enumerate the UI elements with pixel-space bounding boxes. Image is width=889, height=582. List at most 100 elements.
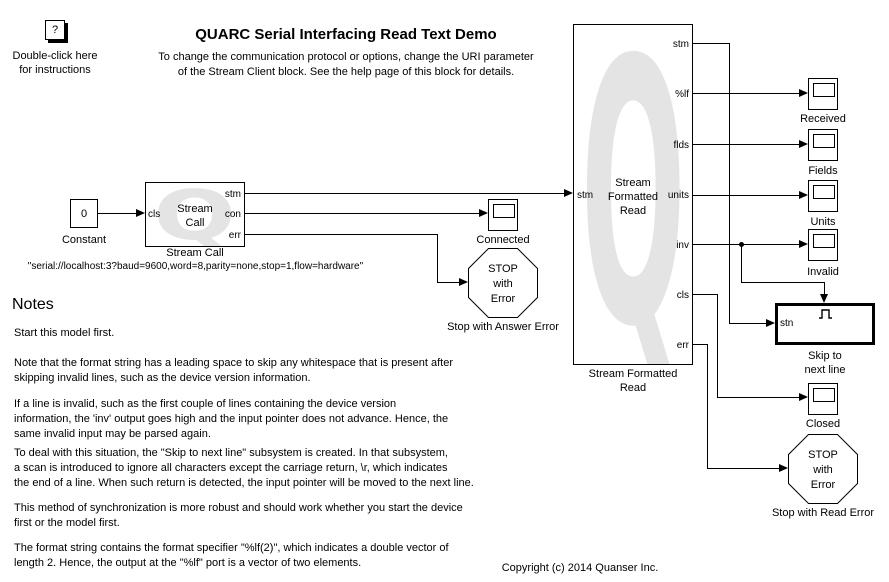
page-subtitle: To change the communication protocol or …: [158, 51, 534, 78]
connected-label: Connected: [476, 234, 530, 246]
wire: [717, 397, 799, 398]
port-label-units: units: [667, 190, 689, 201]
wire: [693, 344, 708, 345]
quarc-q-watermark-icon: Q: [153, 183, 237, 246]
instructions-button[interactable]: ?: [45, 20, 65, 40]
wire: [693, 195, 799, 196]
wire: [693, 144, 799, 145]
port-label-stm-in: stm: [577, 190, 594, 201]
quarc-q-watermark-icon: Q: [580, 25, 686, 364]
wire-arrowhead: [799, 140, 808, 148]
port-label-stm: stm: [672, 39, 689, 50]
units-label: Units: [810, 216, 836, 228]
notes-paragraph: Start this model first.: [14, 327, 115, 339]
wire: [98, 213, 136, 214]
scope-screen-icon: [813, 185, 835, 199]
wire-arrowhead: [779, 464, 788, 472]
scope-screen-icon: [493, 204, 515, 218]
stream-formatted-read-title: Stream Formatted Read: [607, 177, 659, 217]
invalid-scope-block[interactable]: [808, 229, 838, 261]
stream-call-block[interactable]: Q Stream Call cls stm con err: [145, 182, 245, 247]
wire-arrowhead: [820, 294, 828, 303]
stop-read-error-block[interactable]: STOP with Error: [788, 434, 858, 504]
wire: [693, 294, 718, 295]
instructions-caption: Double-click here for instructions: [12, 50, 98, 76]
stream-formatted-read-block[interactable]: Q Stream Formatted Read stm stm %lf flds…: [573, 24, 693, 365]
wire-arrowhead: [799, 89, 808, 97]
connected-scope-block[interactable]: [488, 199, 518, 231]
notes-paragraph: To deal with this situation, the "Skip t…: [14, 447, 474, 489]
notes-heading: Notes: [12, 296, 54, 313]
port-label-err-out: err: [228, 230, 241, 241]
wire-arrowhead: [799, 191, 808, 199]
skip-to-next-line-label: Skip to next line: [804, 350, 846, 376]
invalid-label: Invalid: [807, 266, 839, 278]
port-label-cls-in: cls: [148, 209, 161, 220]
notes-paragraph: Note that the format string has a leadin…: [14, 357, 454, 384]
wire: [729, 43, 730, 324]
stream-call-title: Stream Call: [177, 203, 213, 229]
port-label-stm-out: stm: [224, 189, 241, 200]
wire: [707, 344, 708, 469]
wire: [693, 43, 730, 44]
stop-answer-error-block[interactable]: STOP with Error: [468, 248, 538, 318]
octagon-icon: [468, 248, 538, 318]
fields-scope-block[interactable]: [808, 129, 838, 161]
wire-arrowhead: [459, 278, 468, 286]
copyright-text: Copyright (c) 2014 Quanser Inc.: [501, 562, 659, 574]
stop-answer-label: Stop with Answer Error: [447, 321, 559, 333]
wire: [741, 244, 742, 283]
wire: [245, 213, 479, 214]
wire: [717, 294, 718, 398]
fields-label: Fields: [808, 165, 838, 177]
constant-block[interactable]: 0: [70, 199, 98, 228]
wire: [693, 93, 799, 94]
wire-arrowhead: [799, 240, 808, 248]
wire: [824, 282, 825, 295]
page-title: QUARC Serial Interfacing Read Text Demo: [195, 26, 497, 43]
closed-scope-block[interactable]: [808, 383, 838, 415]
units-scope-block[interactable]: [808, 180, 838, 212]
port-label-stn: stn: [780, 318, 794, 329]
port-label-inv: inv: [676, 240, 689, 251]
octagon-icon: [788, 434, 858, 504]
wire: [707, 468, 779, 469]
received-scope-block[interactable]: [808, 78, 838, 110]
port-label-cls: cls: [676, 290, 689, 301]
scope-screen-icon: [813, 234, 835, 248]
skip-to-next-line-block[interactable]: stn: [775, 303, 875, 345]
stop-read-text: STOP with Error: [808, 449, 838, 491]
pulse-icon: [819, 309, 832, 319]
port-label-err: err: [676, 340, 689, 351]
wire: [437, 282, 459, 283]
wire-arrowhead: [564, 189, 573, 197]
constant-label: Constant: [61, 234, 107, 246]
port-label-con-out: con: [224, 209, 241, 220]
stream-call-uri: "serial://localhost:3?baud=9600,word=8,p…: [27, 261, 364, 272]
stop-read-label: Stop with Read Error: [771, 507, 875, 519]
port-label-lf: %lf: [675, 89, 689, 100]
constant-value: 0: [80, 208, 88, 220]
wire: [693, 244, 799, 245]
wire: [245, 193, 564, 194]
stream-formatted-read-label: Stream Formatted Read: [588, 368, 678, 394]
wire: [437, 234, 438, 283]
scope-screen-icon: [813, 134, 835, 148]
scope-screen-icon: [813, 388, 835, 402]
wire-arrowhead: [799, 393, 808, 401]
notes-paragraph: If a line is invalid, such as the first …: [14, 398, 449, 440]
wire-arrowhead: [136, 209, 145, 217]
closed-label: Closed: [805, 418, 841, 430]
wire-arrowhead: [479, 209, 488, 217]
stream-call-label: Stream Call: [166, 247, 224, 259]
notes-paragraph: This method of synchronization is more r…: [14, 502, 463, 529]
notes-paragraph: The format string contains the format sp…: [14, 542, 449, 569]
received-label: Received: [800, 113, 846, 125]
wire: [741, 282, 825, 283]
scope-screen-icon: [813, 83, 835, 97]
wire: [729, 323, 766, 324]
port-label-flds: flds: [673, 140, 689, 151]
stop-answer-text: STOP with Error: [488, 263, 518, 305]
wire: [245, 234, 438, 235]
